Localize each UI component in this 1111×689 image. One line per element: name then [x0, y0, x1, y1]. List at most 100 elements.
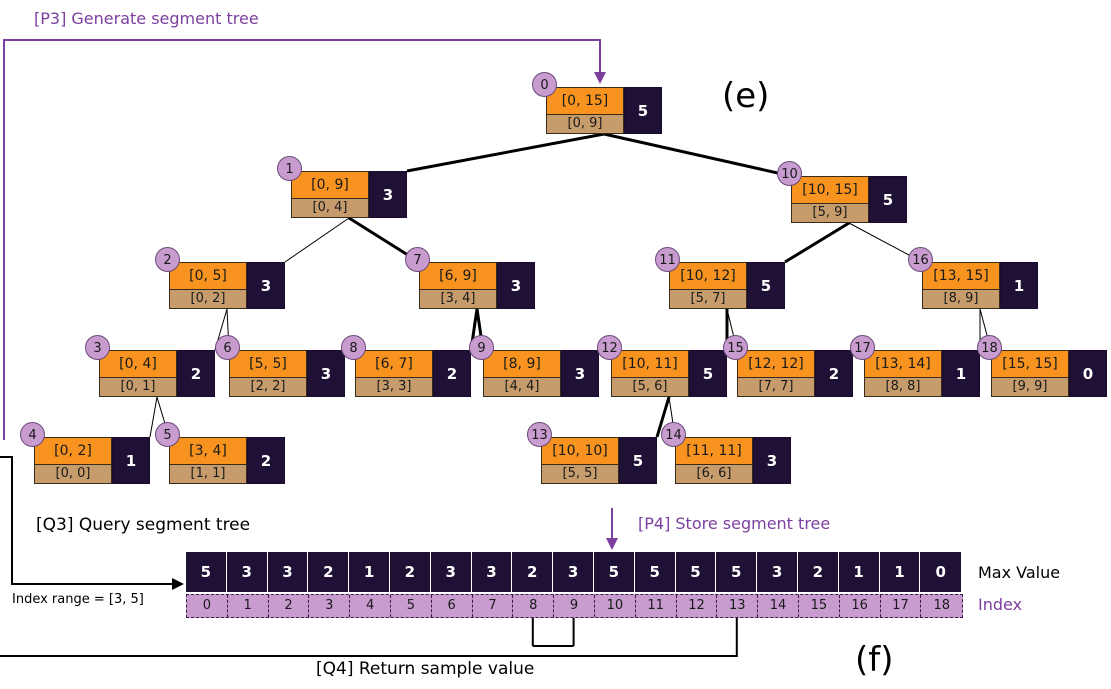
- node-id-badge: 10: [777, 161, 802, 186]
- return-connector: [0, 646, 738, 657]
- max-value-cell: 5: [716, 552, 758, 592]
- node-range: [10, 15]: [791, 176, 869, 203]
- tree-edge-12-13: [655, 396, 671, 438]
- node-index-range: [0, 0]: [34, 464, 112, 484]
- node-index-range: [6, 6]: [675, 464, 753, 484]
- max-value-label: Max Value: [978, 563, 1061, 582]
- index-cell: 17: [881, 595, 922, 617]
- node-max-value: 2: [247, 437, 285, 484]
- max-value-cell: 2: [390, 552, 431, 592]
- node-range: [3, 4]: [169, 437, 247, 464]
- node-range: [12, 12]: [737, 350, 815, 377]
- index-cell: 12: [677, 595, 718, 617]
- node-id-badge: 13: [527, 422, 552, 447]
- node-max-value: 3: [369, 171, 407, 218]
- node-id-badge: 14: [661, 422, 686, 447]
- index-cell: 14: [758, 595, 799, 617]
- node-range: [8, 9]: [483, 350, 561, 377]
- node-range: [15, 15]: [991, 350, 1069, 377]
- node-index-range: [0, 9]: [546, 114, 624, 134]
- index-cell: 7: [473, 595, 514, 617]
- node-max-value: 2: [815, 350, 853, 397]
- max-value-cell: 5: [676, 552, 717, 592]
- node-range: [13, 14]: [864, 350, 942, 377]
- index-label: Index: [978, 595, 1023, 614]
- node-max-value: 2: [433, 350, 471, 397]
- max-value-cell: 1: [349, 552, 390, 592]
- max-value-cell: 3: [268, 552, 309, 592]
- index-cell: 13: [717, 595, 759, 617]
- node-index-range: [8, 9]: [922, 289, 1000, 309]
- node-max-value: 3: [561, 350, 599, 397]
- generate-connector: [3, 39, 601, 440]
- node-max-value: 5: [624, 87, 662, 134]
- max-value-cell: 5: [635, 552, 676, 592]
- max-value-cell: 1: [880, 552, 921, 592]
- query-label: [Q3] Query segment tree: [36, 515, 251, 535]
- node-max-value: 0: [1069, 350, 1107, 397]
- node-index-range: [3, 3]: [355, 377, 433, 397]
- generate-arrowhead: [594, 72, 606, 84]
- index-cell: 1: [228, 595, 269, 617]
- node-max-value: 5: [747, 262, 785, 309]
- node-id-badge: 18: [977, 335, 1002, 360]
- node-index-range: [3, 4]: [419, 289, 497, 309]
- node-max-value: 5: [689, 350, 727, 397]
- index-cell: 4: [350, 595, 391, 617]
- node-id-badge: 9: [469, 335, 494, 360]
- node-max-value: 3: [307, 350, 345, 397]
- index-cell: 18: [933, 598, 951, 613]
- node-max-value: 5: [869, 176, 907, 223]
- node-id-badge: 4: [20, 422, 45, 447]
- node-max-value: 3: [247, 262, 285, 309]
- max-value-cell: 2: [308, 552, 350, 592]
- node-id-badge: 7: [405, 247, 430, 272]
- node-index-range: [1, 1]: [169, 464, 247, 484]
- tree-edge-10-11: [784, 221, 850, 264]
- max-value-cell: 3: [472, 552, 513, 592]
- node-range: [13, 15]: [922, 262, 1000, 289]
- max-value-cell: 3: [431, 552, 472, 592]
- index-cell: 0: [187, 595, 228, 617]
- tree-edge-3-4: [149, 396, 158, 438]
- node-index-range: [0, 1]: [99, 377, 177, 397]
- node-index-range: [0, 2]: [169, 289, 247, 309]
- node-range: [5, 5]: [229, 350, 307, 377]
- node-index-range: [2, 2]: [229, 377, 307, 397]
- node-index-range: [5, 5]: [541, 464, 619, 484]
- index-cell: 8: [513, 595, 555, 617]
- panel-f-label: (f): [855, 640, 894, 680]
- max-value-cell: 5: [186, 552, 227, 592]
- node-index-range: [7, 7]: [737, 377, 815, 397]
- store-arrowhead: [606, 538, 618, 550]
- node-max-value: 1: [942, 350, 980, 397]
- node-id-badge: 16: [908, 247, 933, 272]
- max-value-cell: 3: [553, 552, 594, 592]
- node-index-range: [8, 8]: [864, 377, 942, 397]
- tree-edge-1-2: [284, 217, 350, 263]
- node-index-range: [5, 7]: [669, 289, 747, 309]
- tree-edge-0-1: [406, 132, 605, 173]
- node-id-badge: 2: [155, 247, 180, 272]
- index-range-label: Index range = [3, 5]: [12, 592, 144, 607]
- index-cell: 6: [432, 595, 473, 617]
- store-label: [P4] Store segment tree: [638, 514, 831, 533]
- query-connector: [0, 456, 172, 585]
- node-index-range: [9, 9]: [991, 377, 1069, 397]
- node-id-badge: 8: [341, 335, 366, 360]
- node-id-badge: 5: [155, 422, 180, 447]
- index-cell: 11: [636, 595, 677, 617]
- node-id-badge: 17: [850, 335, 875, 360]
- node-index-range: [4, 4]: [483, 377, 561, 397]
- node-range: [0, 2]: [34, 437, 112, 464]
- node-max-value: 3: [497, 262, 535, 309]
- max-value-cell: 3: [227, 552, 268, 592]
- tree-edge-0-10: [603, 132, 792, 178]
- node-range: [0, 4]: [99, 350, 177, 377]
- index-cell: 15: [799, 595, 840, 617]
- node-id-badge: 3: [85, 335, 110, 360]
- node-id-badge: 6: [215, 335, 240, 360]
- node-range: [10, 12]: [669, 262, 747, 289]
